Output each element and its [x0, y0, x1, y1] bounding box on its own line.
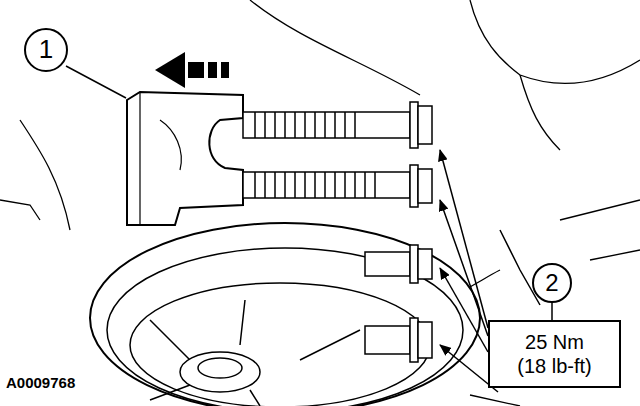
callout-number: 2: [532, 263, 572, 303]
engine-outline: [250, 0, 420, 95]
callout-number: 1: [24, 28, 68, 72]
leader-arrow: [440, 150, 488, 328]
pulley-rim: [130, 283, 430, 406]
callout-digit: 2: [545, 269, 558, 298]
leader-line: [66, 66, 126, 98]
leader-connector: [551, 303, 553, 320]
engine-outline: [560, 200, 640, 220]
leader-arrow: [440, 200, 488, 336]
bracket-detail: [140, 92, 181, 225]
bracket-part: [127, 92, 243, 225]
figure-reference: A0009768: [6, 374, 75, 391]
callout-digit: 1: [39, 34, 53, 65]
bolt: [243, 102, 432, 148]
torque-value: 25 Nm: [525, 330, 584, 354]
engine-outline: [0, 200, 40, 220]
engine-outline: [20, 120, 70, 230]
torque-box: 25 Nm(18 lb-ft): [488, 320, 621, 388]
engine-outline: [470, 0, 640, 83]
engine-outline: [520, 75, 560, 150]
leader-line: [500, 230, 540, 305]
engine-outline: [470, 395, 520, 406]
pulley-spokes: [150, 300, 360, 406]
torque-value: (18 lb-ft): [517, 354, 591, 378]
engine-outline: [590, 250, 640, 260]
bolt: [365, 318, 432, 362]
bolt: [365, 245, 432, 283]
bolt: [243, 165, 432, 207]
direction-arrow: [155, 52, 229, 88]
pulley: [90, 223, 480, 406]
leader-arrow: [440, 268, 488, 352]
